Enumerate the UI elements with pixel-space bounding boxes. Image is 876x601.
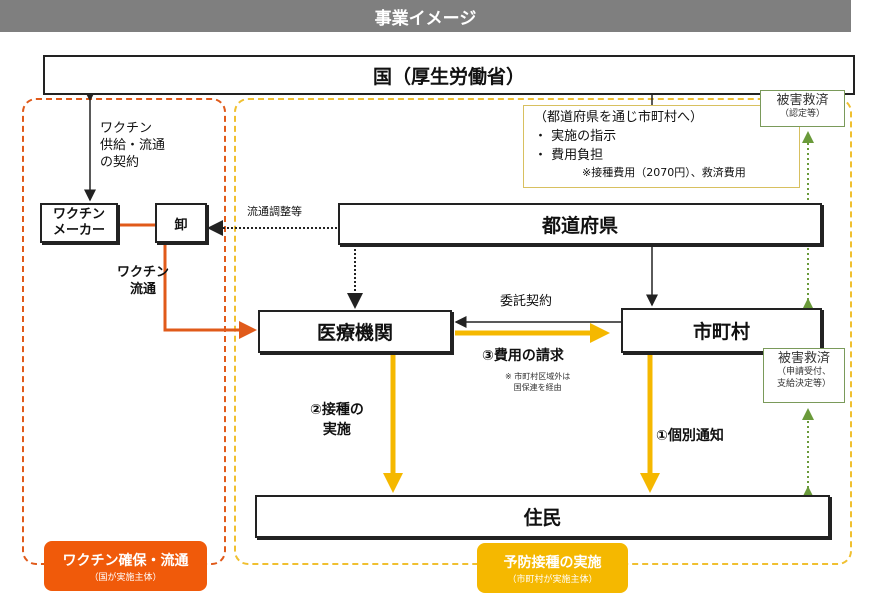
section-title: ワクチン確保・流通 bbox=[62, 552, 189, 569]
consign-label: 委託契約 bbox=[500, 294, 553, 309]
vaccination-label: ②接種の 実施 bbox=[310, 400, 364, 440]
contract-label: ワクチン 供給・流通 の契約 bbox=[100, 120, 165, 171]
vaccine-flow-arrow bbox=[163, 243, 257, 339]
relief-bottom-box: 被害救済 （申請受付、 支給決定等） bbox=[763, 348, 845, 403]
notice-label: ①個別通知 bbox=[656, 428, 724, 444]
vaccination-line: 実施 bbox=[322, 422, 351, 438]
medical-institution-box: 医療機関 bbox=[258, 310, 452, 353]
maker-box: ワクチン メーカー bbox=[40, 203, 118, 243]
maker-line: ワクチン bbox=[52, 207, 105, 222]
relief-top-box: 被害救済 （認定等） bbox=[760, 90, 845, 127]
vaccination-line: ②接種の bbox=[310, 402, 364, 418]
section-title: 予防接種の実施 bbox=[503, 554, 602, 571]
national-box: 国（厚生労働省） bbox=[43, 55, 855, 95]
relief-sub: （認定等） bbox=[779, 109, 825, 120]
relief-sub: 支給決定等） bbox=[776, 378, 831, 389]
contract-label-line: の契約 bbox=[100, 155, 140, 170]
billing-note-line: ※ 市町村区域外は bbox=[505, 372, 571, 381]
vaccine-supply-section-label: ワクチン確保・流通 （国が実施主体） bbox=[44, 541, 207, 591]
relief-sub: （申請受付、 bbox=[776, 367, 831, 378]
distribution-adjust-label: 流通調整等 bbox=[247, 205, 302, 218]
maker-line: メーカー bbox=[52, 223, 105, 238]
instruction-line: ・ 費用負担 bbox=[534, 148, 604, 163]
billing-note: ※ 市町村区域外は 国保連を経由 bbox=[505, 371, 570, 393]
instruction-box: （都道府県を通じ市町村へ） ・ 実施の指示 ・ 費用負担 ※接種費用（2070円… bbox=[523, 105, 800, 188]
vaccination-section-label: 予防接種の実施 （市町村が実施主体） bbox=[477, 543, 628, 593]
vaccine-flow-line: 流通 bbox=[130, 282, 157, 297]
wholesaler-box: 卸 bbox=[155, 203, 207, 243]
relief-title: 被害救済 bbox=[776, 93, 829, 108]
page-title: 事業イメージ bbox=[0, 0, 851, 32]
relief-title: 被害救済 bbox=[777, 351, 830, 366]
contract-label-line: ワクチン bbox=[100, 121, 153, 136]
residents-box: 住民 bbox=[255, 495, 830, 538]
section-sub: （国が実施主体） bbox=[89, 572, 162, 583]
vaccine-flow-line: ワクチン bbox=[117, 265, 170, 280]
municipality-box: 市町村 bbox=[621, 308, 822, 353]
instruction-note: ※接種費用（2070円）、救済費用 bbox=[582, 166, 746, 179]
billing-label: ③費用の請求 bbox=[482, 348, 564, 364]
section-sub: （市町村が実施主体） bbox=[507, 574, 598, 585]
contract-label-line: 供給・流通 bbox=[100, 138, 166, 153]
billing-note-line: 国保連を経由 bbox=[513, 383, 562, 392]
instruction-line: （都道府県を通じ市町村へ） bbox=[534, 110, 704, 125]
instruction-line: ・ 実施の指示 bbox=[534, 129, 617, 144]
vaccine-flow-label: ワクチン 流通 bbox=[117, 264, 169, 298]
prefecture-box: 都道府県 bbox=[338, 203, 822, 245]
